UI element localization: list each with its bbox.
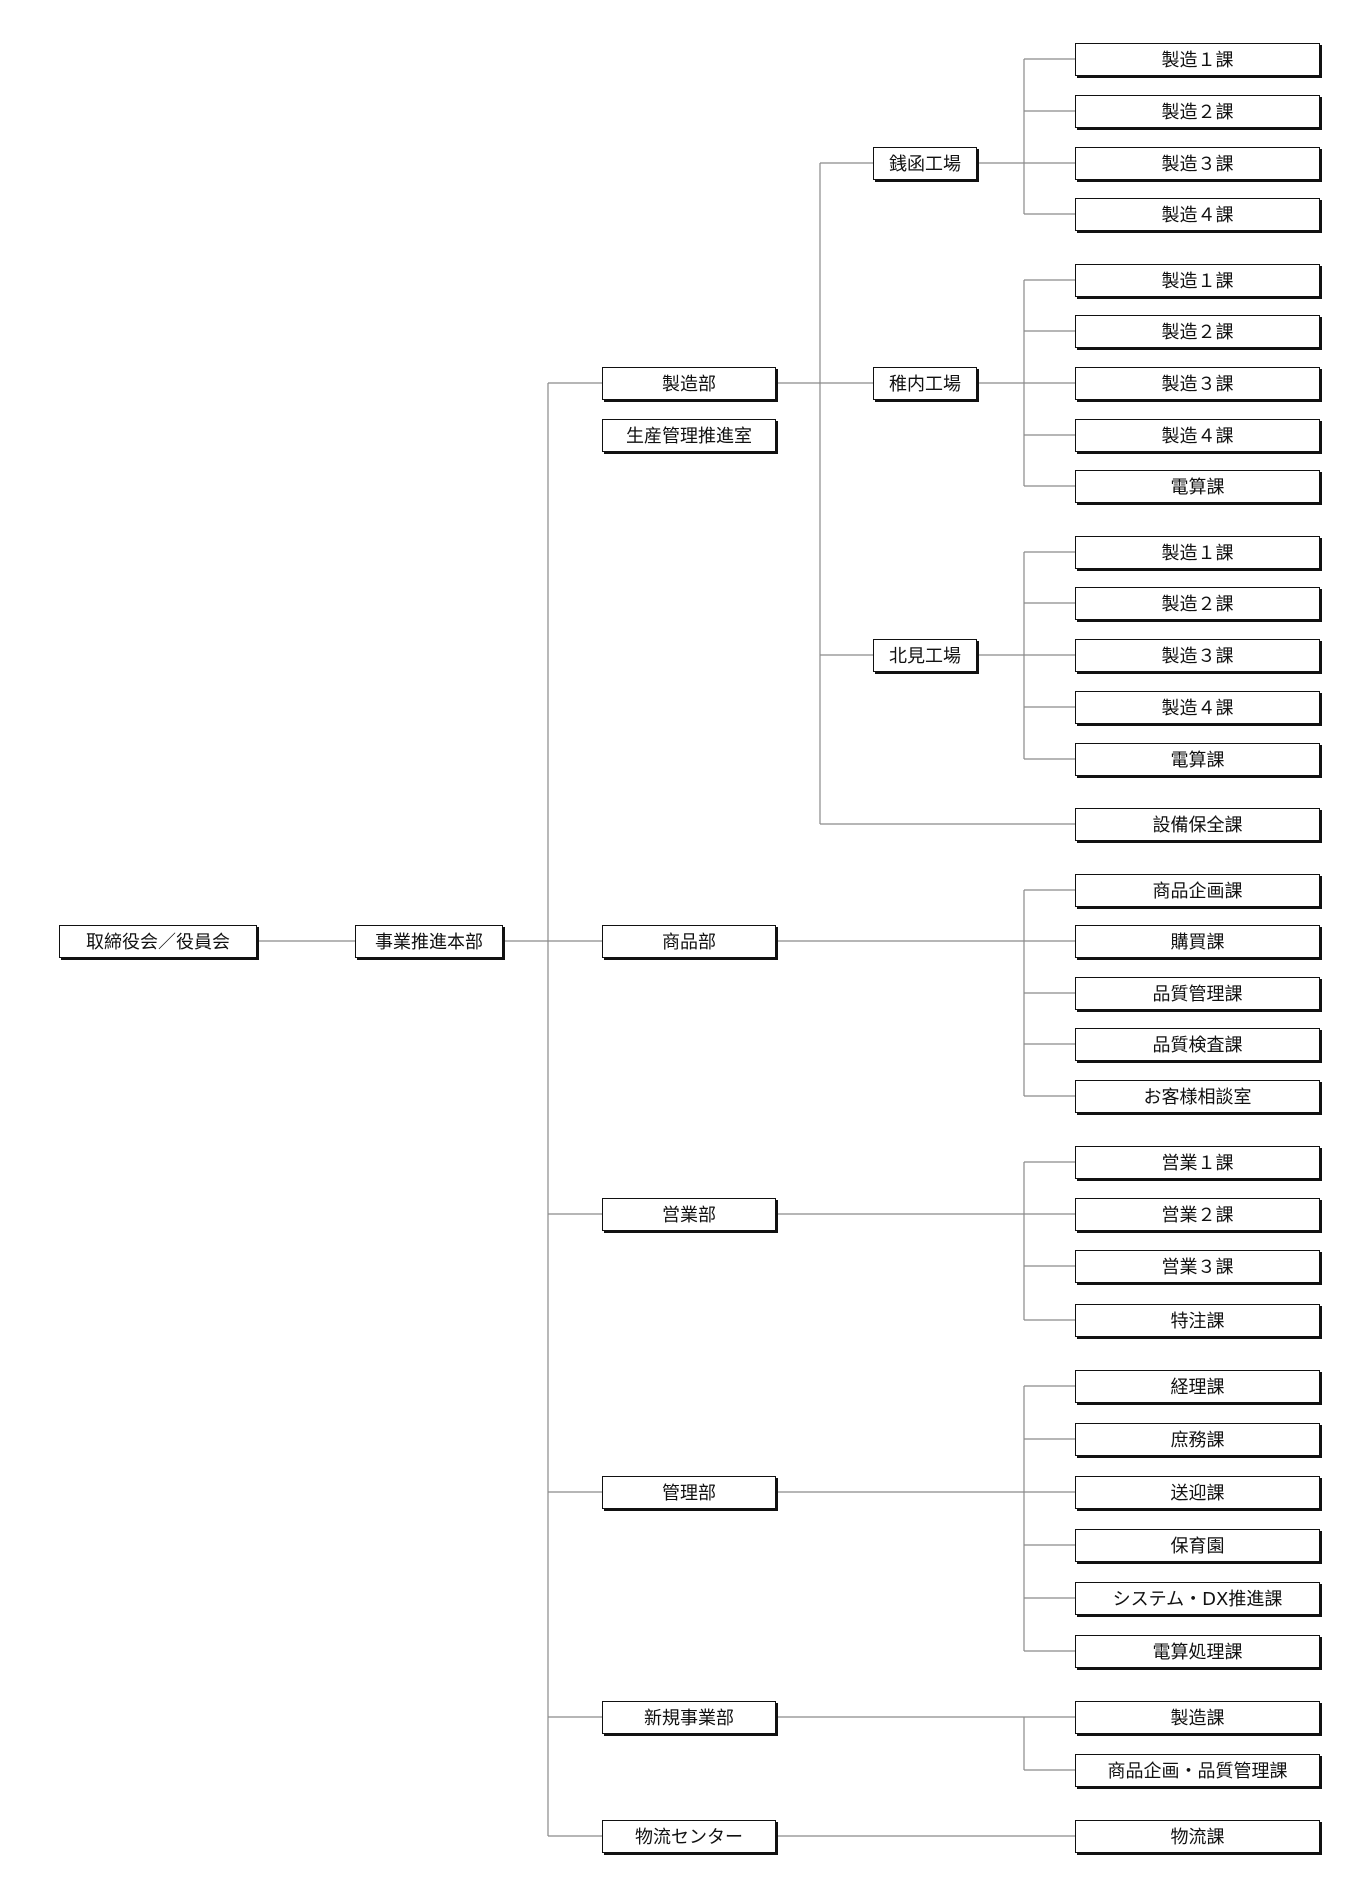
- node-section: 特注課: [1075, 1303, 1320, 1337]
- node-section: 製造課: [1075, 1700, 1320, 1734]
- node-sales-dept: 営業部: [602, 1197, 776, 1231]
- node-section: 製造２課: [1075, 94, 1320, 128]
- node-section: 製造１課: [1075, 42, 1320, 76]
- node-plant-wakkanai: 稚内工場: [873, 366, 977, 400]
- node-section: 電算処理課: [1075, 1634, 1320, 1668]
- node-section: システム・DX推進課: [1075, 1581, 1320, 1615]
- node-logistics-center: 物流センター: [602, 1819, 776, 1853]
- node-section: 製造２課: [1075, 586, 1320, 620]
- node-board-of-directors: 取締役会／役員会: [59, 924, 257, 958]
- node-section: 商品企画・品質管理課: [1075, 1753, 1320, 1787]
- node-new-business-dept: 新規事業部: [602, 1700, 776, 1734]
- node-section: 営業３課: [1075, 1249, 1320, 1283]
- node-production-control-office: 生産管理推進室: [602, 418, 776, 452]
- node-section: 保育園: [1075, 1528, 1320, 1562]
- node-section: お客様相談室: [1075, 1079, 1320, 1113]
- node-section: 製造４課: [1075, 197, 1320, 231]
- node-section: 品質検査課: [1075, 1027, 1320, 1061]
- node-business-promotion-division: 事業推進本部: [355, 924, 503, 958]
- node-section: 製造４課: [1075, 418, 1320, 452]
- node-section: 物流課: [1075, 1819, 1320, 1853]
- node-merchandise-dept: 商品部: [602, 924, 776, 958]
- node-section: 電算課: [1075, 469, 1320, 503]
- node-plant-kitami: 北見工場: [873, 638, 977, 672]
- node-section: 製造１課: [1075, 535, 1320, 569]
- node-section: 庶務課: [1075, 1422, 1320, 1456]
- node-section: 電算課: [1075, 742, 1320, 776]
- node-section: 営業１課: [1075, 1145, 1320, 1179]
- node-section: 製造１課: [1075, 263, 1320, 297]
- node-section: 製造３課: [1075, 638, 1320, 672]
- node-section: 購買課: [1075, 924, 1320, 958]
- node-section: 商品企画課: [1075, 873, 1320, 907]
- node-manufacturing-dept: 製造部: [602, 366, 776, 400]
- node-section: 品質管理課: [1075, 976, 1320, 1010]
- node-section: 製造３課: [1075, 366, 1320, 400]
- node-section: 製造３課: [1075, 146, 1320, 180]
- node-section: 製造４課: [1075, 690, 1320, 724]
- node-section: 送迎課: [1075, 1475, 1320, 1509]
- node-section: 製造２課: [1075, 314, 1320, 348]
- node-plant-zenibako: 銭函工場: [873, 146, 977, 180]
- node-section: 営業２課: [1075, 1197, 1320, 1231]
- node-administration-dept: 管理部: [602, 1475, 776, 1509]
- node-section: 経理課: [1075, 1369, 1320, 1403]
- node-equipment-maintenance-section: 設備保全課: [1075, 807, 1320, 841]
